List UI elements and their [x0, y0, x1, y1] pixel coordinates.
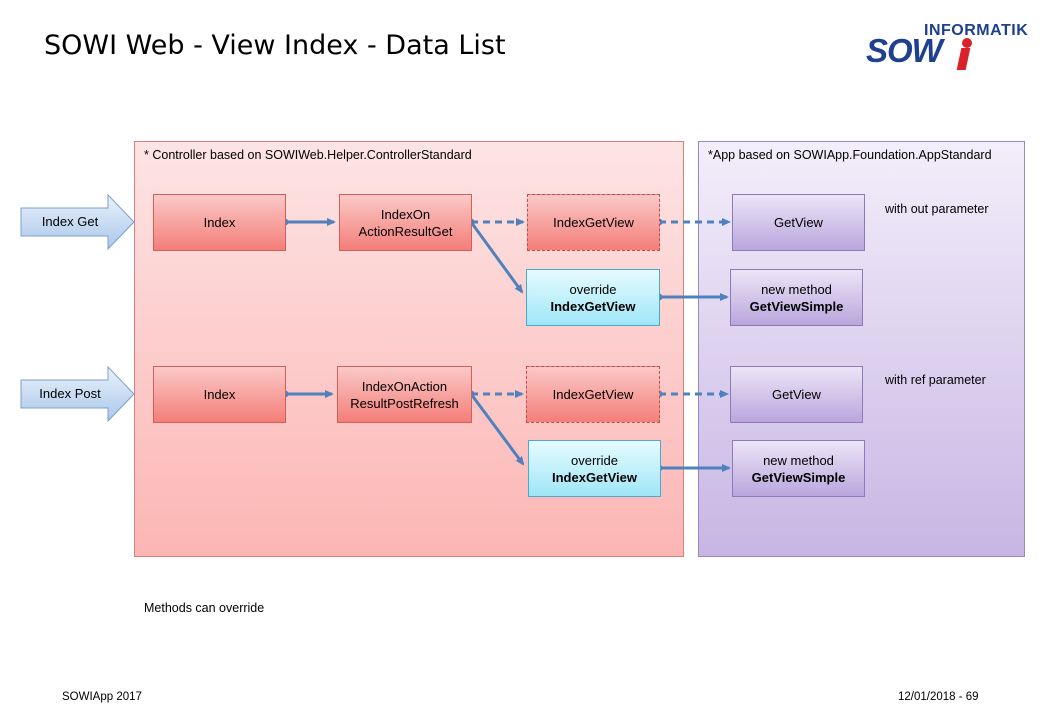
- get-note: with out parameter: [885, 202, 989, 216]
- post-index-label: Index: [203, 387, 236, 402]
- app-container-label: *App based on SOWIApp.Foundation.AppStan…: [708, 148, 992, 162]
- get-app-newmethod-line1: new method: [761, 281, 832, 297]
- get-app-newmethod-line2: GetViewSimple: [749, 298, 844, 314]
- get-action-label-line1: IndexOn: [380, 206, 431, 222]
- post-app-getview-label: GetView: [772, 387, 821, 402]
- index-post-label: Index Post: [39, 386, 101, 401]
- post-override-label-line2: IndexGetView: [551, 469, 637, 485]
- get-action-box: IndexOn ActionResultGet: [339, 194, 472, 251]
- index-post-arrow: [20, 366, 135, 422]
- logo-informatik-text: INFORMATIK: [924, 22, 1029, 39]
- post-app-newmethod-line1: new method: [763, 452, 834, 468]
- logo-i-dot: [962, 38, 972, 48]
- post-override-box: override IndexGetView: [528, 440, 661, 497]
- post-note: with ref parameter: [885, 373, 986, 387]
- logo-sowi-text: SOW: [866, 32, 943, 69]
- controller-container-label: * Controller based on SOWIWeb.Helper.Con…: [144, 148, 472, 162]
- footer-left: SOWIApp 2017: [62, 691, 142, 703]
- post-action-label-line2: ResultPostRefresh: [350, 395, 459, 411]
- post-override-label-line1: override: [571, 452, 618, 468]
- post-indexgetview-label: IndexGetView: [552, 387, 634, 402]
- get-action-label-line2: ActionResultGet: [358, 223, 453, 239]
- sowi-logo: INFORMATIK SOW: [866, 22, 1036, 70]
- post-action-box: IndexOnAction ResultPostRefresh: [337, 366, 472, 423]
- get-override-box: override IndexGetView: [526, 269, 660, 326]
- post-action-label-line1: IndexOnAction: [361, 378, 448, 394]
- get-app-getview-box: GetView: [732, 194, 865, 251]
- get-index-box: Index: [153, 194, 286, 251]
- get-override-label-line1: override: [569, 281, 617, 297]
- get-index-label: Index: [203, 215, 236, 230]
- post-app-newmethod-line2: GetViewSimple: [751, 469, 846, 485]
- get-app-getview-label: GetView: [774, 215, 823, 230]
- index-get-label: Index Get: [41, 214, 99, 229]
- post-indexgetview-box: IndexGetView: [526, 366, 660, 423]
- footer-right: 12/01/2018 - 69: [898, 691, 979, 703]
- get-indexgetview-label: IndexGetView: [553, 215, 634, 230]
- get-indexgetview-box: IndexGetView: [527, 194, 660, 251]
- get-app-newmethod-box: new method GetViewSimple: [730, 269, 863, 326]
- post-app-newmethod-box: new method GetViewSimple: [732, 440, 865, 497]
- index-get-arrow: [20, 194, 135, 250]
- page-title: SOWI Web - View Index - Data List: [44, 30, 506, 61]
- post-index-box: Index: [153, 366, 286, 423]
- caption: Methods can override: [144, 601, 265, 615]
- post-app-getview-box: GetView: [730, 366, 863, 423]
- get-override-label-line2: IndexGetView: [550, 298, 636, 314]
